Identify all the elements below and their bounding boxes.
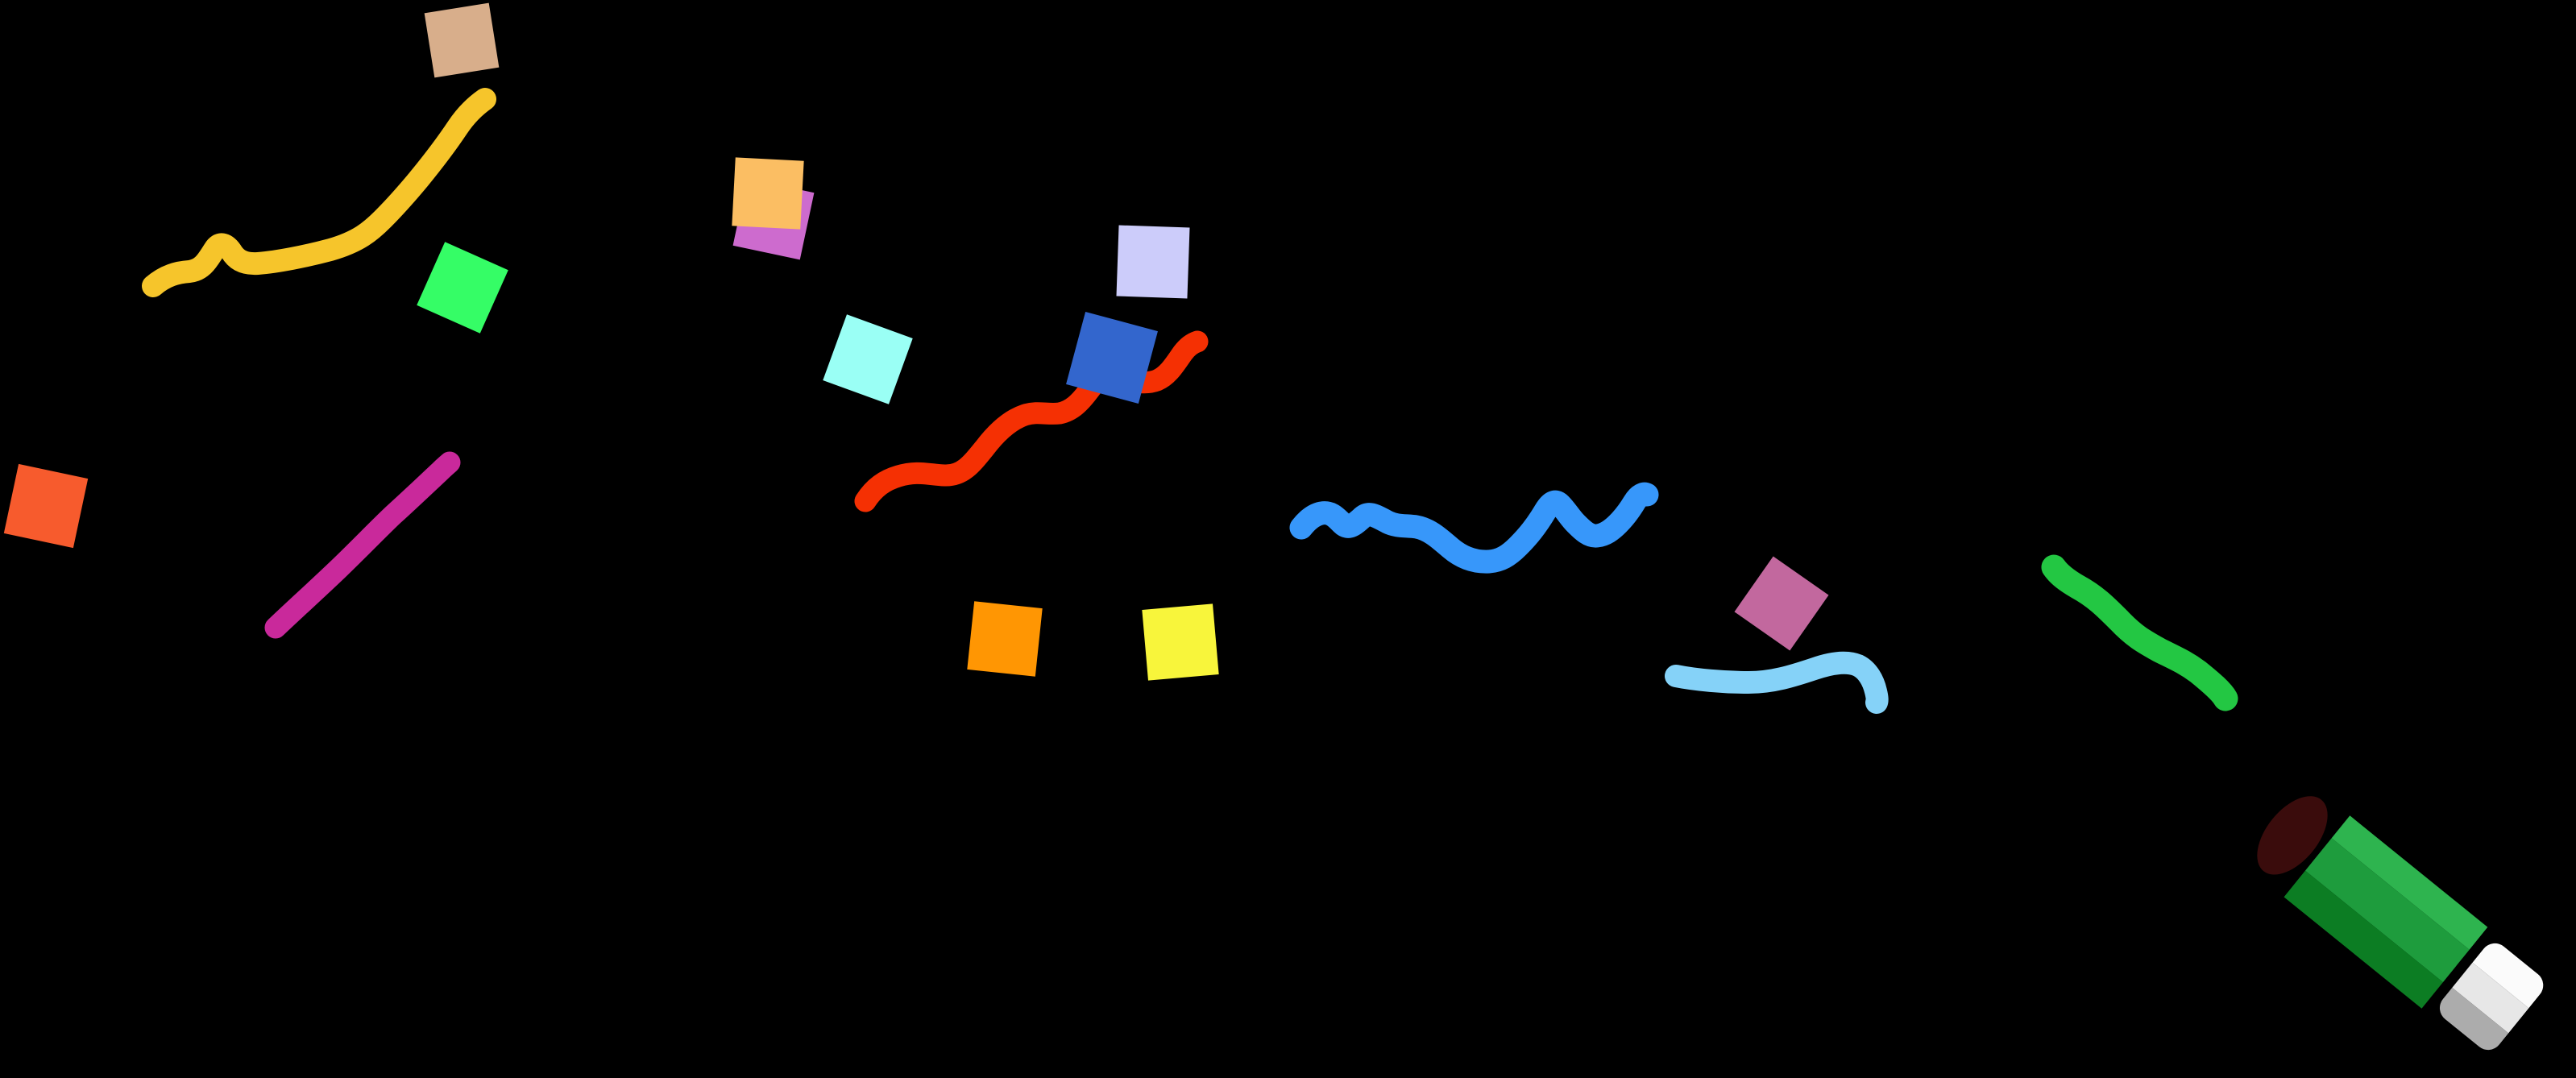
popper-opening <box>2257 796 2328 875</box>
popper-tip-band-3 <box>2433 987 2509 1056</box>
confetti-square-royal-blue <box>1066 312 1158 404</box>
popper-body-band-3 <box>2284 870 2443 1009</box>
popper-tip <box>2433 937 2549 1056</box>
streamer-red <box>854 330 1209 512</box>
streamer-blue <box>1289 482 1659 574</box>
streamer-gold <box>142 88 496 297</box>
confetti-square-spring-green <box>417 242 508 334</box>
popper-tip-band-2 <box>2452 962 2529 1034</box>
confetti-square-yellow <box>1142 603 1219 681</box>
streamer-magenta <box>264 451 461 639</box>
confetti-square-pale-cyan <box>823 314 913 404</box>
confetti-square-sandy <box>732 157 804 230</box>
streamer-light-blue <box>1665 651 1889 714</box>
streamer-green <box>2041 554 2238 711</box>
confetti-square-tan <box>424 2 500 78</box>
popper-cone <box>2257 796 2549 1056</box>
popper-body-band-2 <box>2304 838 2470 983</box>
confetti-square-orange <box>967 601 1043 677</box>
popper-tip-band-1 <box>2472 937 2549 1009</box>
popper-body-band-1 <box>2331 815 2488 950</box>
confetti-square-orange-red <box>3 463 89 549</box>
confetti-square-pink <box>1734 556 1829 651</box>
confetti-square-lavender <box>1116 225 1190 299</box>
